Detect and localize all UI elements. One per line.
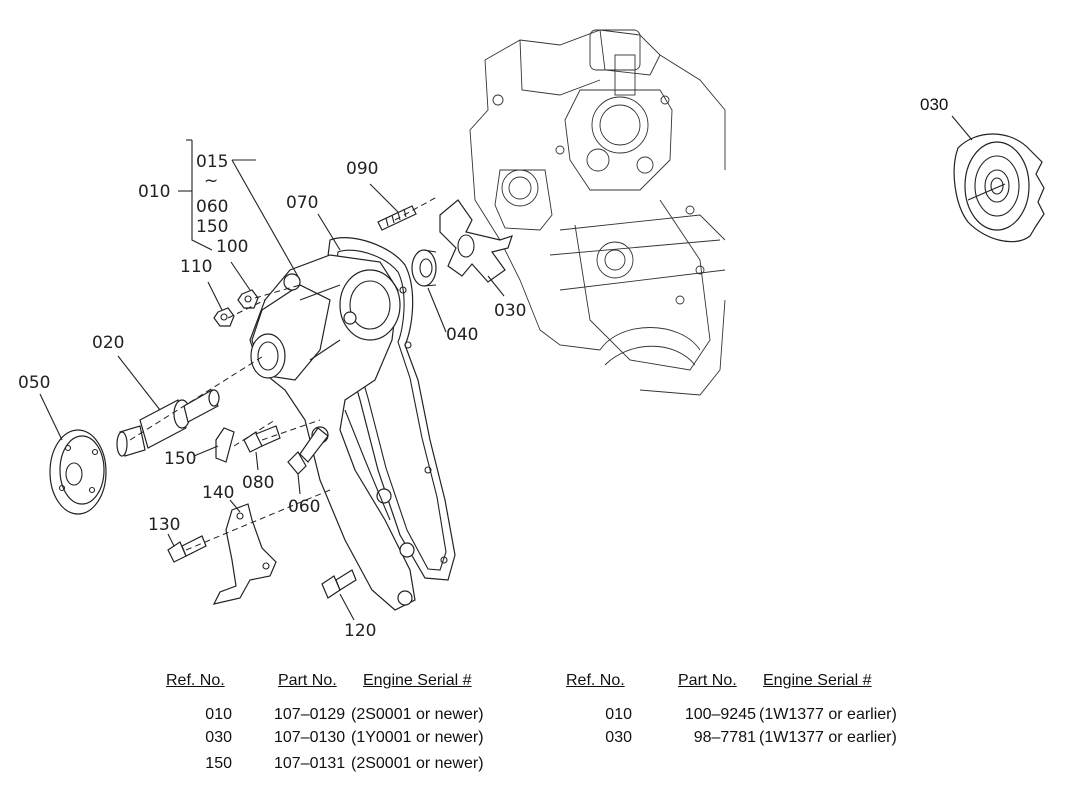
row-serial: (1W1377 or earlier) — [759, 729, 897, 746]
callout-100: 100 — [216, 237, 248, 257]
callout-110: 110 — [180, 257, 212, 277]
callout-060: 060 — [288, 497, 320, 517]
bolt-130 — [167, 535, 207, 563]
callout-080: 080 — [242, 473, 274, 493]
bolt-080 — [243, 425, 281, 453]
callout-130: 130 — [148, 515, 180, 535]
exploded-parts-diagram: 010 015 ~ 060 150 100 110 090 070 040 03… — [18, 29, 1045, 641]
impeller-030 — [439, 199, 513, 283]
row-serial: (1Y0001 or newer) — [351, 729, 484, 746]
callout-040: 040 — [446, 325, 478, 345]
row-serial: (2S0001 or newer) — [351, 755, 484, 772]
tilde-mark: ~ — [204, 171, 218, 191]
header-part-no: Part No. — [278, 672, 337, 689]
callout-010: 010 — [138, 182, 170, 202]
row-ref: 150 — [205, 755, 232, 772]
row-ref: 010 — [605, 706, 632, 723]
inset-impeller-030 — [953, 133, 1045, 243]
callout-150-group: 150 — [196, 217, 228, 237]
callout-140: 140 — [202, 483, 234, 503]
bolt-120 — [321, 569, 357, 599]
row-part: 100–9245 — [684, 706, 756, 723]
callout-120: 120 — [344, 621, 376, 641]
flange-050 — [49, 429, 107, 515]
callout-070: 070 — [286, 193, 318, 213]
row-part: 107–0129 — [274, 706, 346, 723]
row-part: 98–7781 — [693, 729, 756, 746]
leader-lines — [39, 115, 973, 621]
callout-015: 015 — [196, 152, 228, 172]
header-ref-no: Ref. No. — [566, 672, 625, 689]
header-engine-serial: Engine Serial # — [363, 672, 472, 689]
row-part: 107–0130 — [274, 729, 346, 746]
callout-020: 020 — [92, 333, 124, 353]
row-ref: 030 — [605, 729, 632, 746]
callout-030: 030 — [494, 301, 526, 321]
row-ref: 030 — [205, 729, 232, 746]
water-pump-body — [249, 254, 416, 611]
engine-block — [469, 29, 726, 396]
row-ref: 010 — [205, 706, 232, 723]
callout-030-inset: 030 — [920, 95, 948, 114]
header-part-no: Part No. — [678, 672, 737, 689]
row-serial: (1W1377 or earlier) — [759, 706, 897, 723]
nut-110 — [213, 307, 235, 327]
bolt-060 — [287, 427, 329, 475]
row-serial: (2S0001 or newer) — [351, 706, 484, 723]
pin-150 — [215, 427, 235, 463]
bracket-140 — [212, 503, 277, 605]
header-engine-serial: Engine Serial # — [763, 672, 872, 689]
stud-090 — [377, 205, 417, 231]
callout-050: 050 — [18, 373, 50, 393]
shaft-020 — [116, 389, 220, 457]
callout-060-group: 060 — [196, 197, 228, 217]
nut-100 — [237, 289, 259, 309]
callout-150: 150 — [164, 449, 196, 469]
header-ref-no: Ref. No. — [166, 672, 225, 689]
seal-040 — [411, 249, 437, 287]
row-part: 107–0131 — [274, 755, 346, 772]
parts-table-right: Ref. No. Part No. Engine Serial # 010 10… — [0, 670, 1073, 780]
callout-090: 090 — [346, 159, 378, 179]
parts-table-left: Ref. No. Part No. Engine Serial # 010 10… — [0, 670, 540, 780]
